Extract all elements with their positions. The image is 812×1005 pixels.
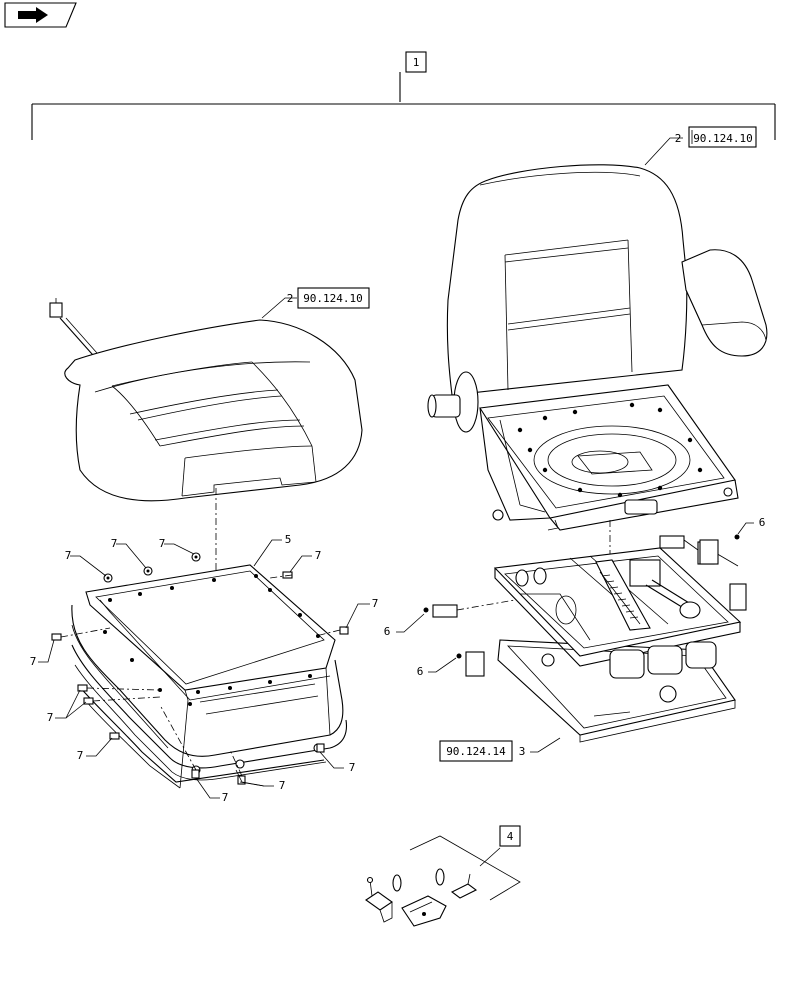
seat-cushion-drawing bbox=[49, 298, 363, 502]
bellows-drawing bbox=[71, 564, 348, 789]
backrest-item-number: 2 bbox=[675, 132, 682, 145]
suspension-item-number: 3 bbox=[519, 745, 526, 758]
fastener-leaders bbox=[38, 539, 370, 799]
callout-7-d[interactable]: 7 bbox=[315, 549, 322, 562]
return-arrow-icon[interactable] bbox=[4, 2, 77, 28]
callout-7-b[interactable]: 7 bbox=[111, 537, 118, 550]
callout-7-h[interactable]: 7 bbox=[77, 749, 84, 762]
bumper-leaders bbox=[396, 522, 754, 673]
callout-7-i[interactable]: 7 bbox=[222, 791, 229, 804]
bumper-parts bbox=[423, 534, 740, 677]
kit-item-number: 4 bbox=[507, 830, 514, 843]
fastener-group bbox=[51, 552, 349, 785]
callout-7-k[interactable]: 7 bbox=[349, 761, 356, 774]
assembly-bracket bbox=[31, 51, 776, 140]
cushion-section-ref[interactable]: 90.124.10 bbox=[303, 292, 363, 305]
suspension-section-ref[interactable]: 90.124.14 bbox=[446, 745, 506, 758]
callout-6-a[interactable]: 6 bbox=[759, 516, 766, 529]
cushion-callout[interactable] bbox=[261, 287, 370, 319]
callout-7-g[interactable]: 7 bbox=[47, 711, 54, 724]
callout-7-e[interactable]: 7 bbox=[372, 597, 379, 610]
backrest-drawing bbox=[427, 164, 768, 531]
callout-7-j[interactable]: 7 bbox=[279, 779, 286, 792]
callout-5-bellows[interactable]: 5 bbox=[285, 533, 292, 546]
suspension-drawing bbox=[493, 535, 747, 743]
assembly-number: 1 bbox=[413, 56, 420, 69]
kit-callout[interactable] bbox=[409, 825, 521, 901]
callout-7-a[interactable]: 7 bbox=[65, 549, 72, 562]
kit-drawing bbox=[365, 868, 478, 927]
cushion-item-number: 2 bbox=[287, 292, 294, 305]
backrest-section-ref[interactable]: 90.124.10 bbox=[693, 132, 753, 145]
backrest-callout[interactable] bbox=[644, 126, 757, 166]
callout-6-b[interactable]: 6 bbox=[384, 625, 391, 638]
callout-7-c[interactable]: 7 bbox=[159, 537, 166, 550]
suspension-callout[interactable] bbox=[439, 737, 561, 762]
callout-7-f[interactable]: 7 bbox=[30, 655, 37, 668]
callout-6-c[interactable]: 6 bbox=[417, 665, 424, 678]
